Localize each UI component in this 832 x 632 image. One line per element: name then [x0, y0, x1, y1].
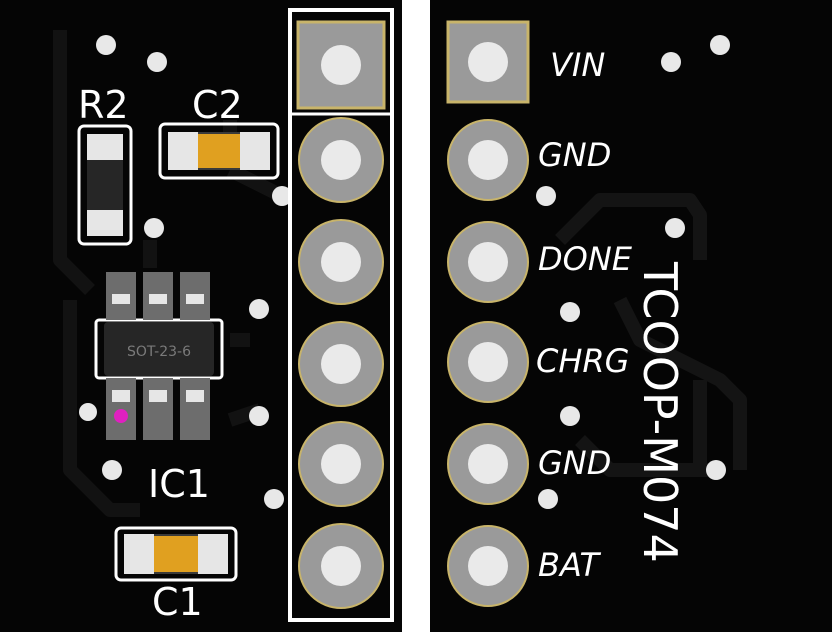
front-vias	[79, 35, 292, 509]
via	[272, 186, 292, 206]
back-traces	[555, 193, 747, 477]
c2-label: C2	[192, 83, 243, 127]
via	[538, 489, 558, 509]
back-round-pads	[447, 119, 529, 607]
round-pads	[298, 117, 384, 609]
pin-label-gnd-1: GND	[538, 136, 611, 174]
via	[560, 406, 580, 426]
pin-label-done: DONE	[538, 240, 633, 278]
via	[661, 52, 681, 72]
via	[79, 403, 97, 421]
back-side: VIN GND DONE CHRG GND BAT TCOOP-M074	[430, 0, 832, 632]
via	[102, 460, 122, 480]
c1-capacitor: C1	[114, 526, 238, 624]
via	[144, 218, 164, 238]
ic1-label: IC1	[148, 462, 210, 506]
pin-label-bat: BAT	[538, 546, 602, 584]
pin-label-chrg: CHRG	[536, 342, 629, 380]
via	[665, 218, 685, 238]
via	[536, 186, 556, 206]
pin1-marker	[114, 409, 128, 423]
pin-header	[288, 8, 394, 622]
pin-label-vin: VIN	[550, 46, 605, 84]
c1-label: C1	[152, 580, 203, 624]
ic1-chip: SOT-23-6 IC1	[94, 272, 224, 506]
back-vias	[536, 35, 730, 509]
via	[147, 52, 167, 72]
via	[249, 406, 269, 426]
ic1-package-text: SOT-23-6	[127, 344, 191, 360]
back-pin-labels: VIN GND DONE CHRG GND BAT	[536, 46, 633, 584]
front-side: R2 C2	[0, 0, 402, 632]
pin-label-gnd-2: GND	[538, 444, 611, 482]
via	[249, 299, 269, 319]
square-pad	[296, 20, 386, 110]
board-name: TCOOP-M074	[633, 261, 687, 563]
via	[264, 489, 284, 509]
r2-label: R2	[78, 83, 129, 127]
via	[560, 302, 580, 322]
via	[96, 35, 116, 55]
via	[710, 35, 730, 55]
via	[706, 460, 726, 480]
c2-capacitor: C2	[158, 83, 280, 180]
r2-resistor: R2	[77, 83, 133, 246]
